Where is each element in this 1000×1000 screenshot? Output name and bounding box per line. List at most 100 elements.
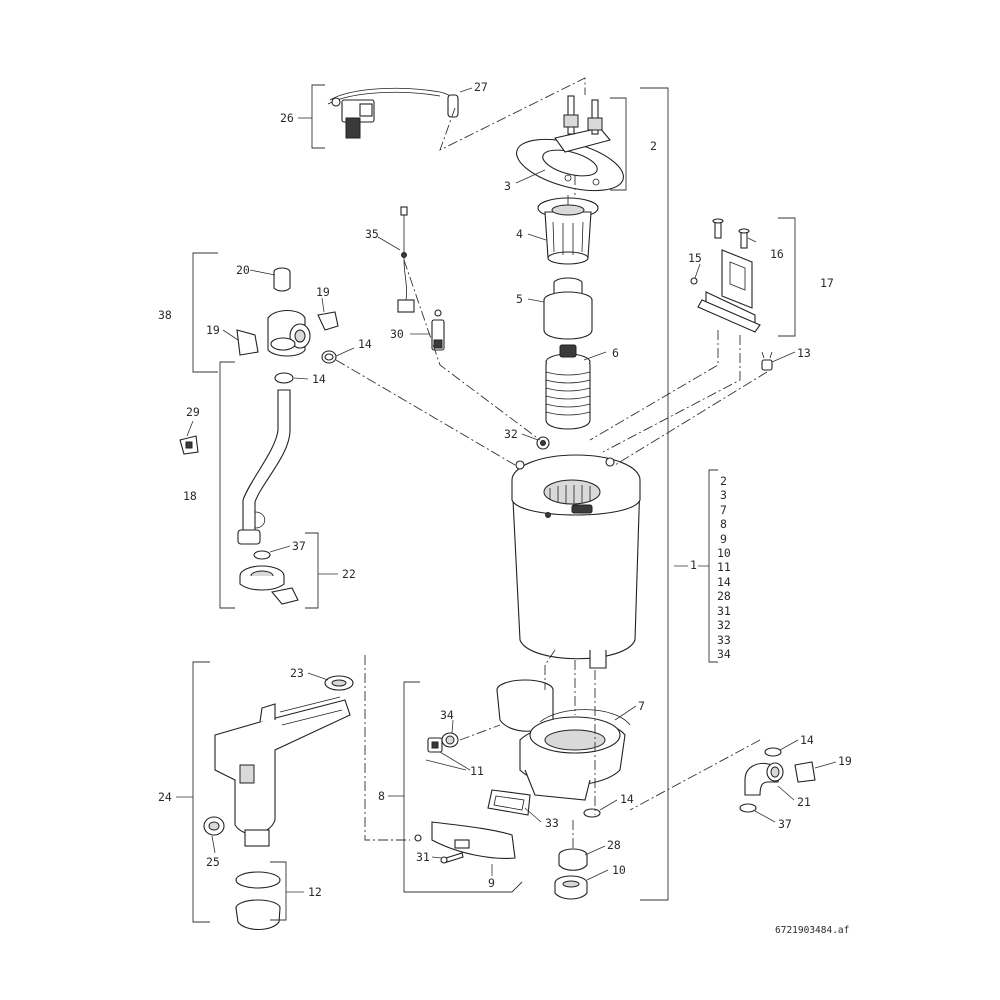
callout-20: 20 xyxy=(236,263,250,277)
callout-33: 33 xyxy=(545,816,559,830)
callout-14-right: 14 xyxy=(800,733,814,747)
figure-reference-code: 6721903484.af xyxy=(775,925,849,936)
part-27-cable-lug xyxy=(447,94,459,118)
assembly-1-item: 11 xyxy=(717,560,731,574)
part-18-pipe xyxy=(237,389,291,545)
assembly-1-item: 10 xyxy=(717,546,731,560)
assembly-1-contents-list: 2 3 7 8 9 10 11 14 28 31 32 33 34 xyxy=(717,474,731,661)
bracket-22 xyxy=(305,532,319,609)
part-35-sensor-wire xyxy=(397,206,415,313)
part-37-seal-right xyxy=(739,803,757,813)
callout-31: 31 xyxy=(416,850,430,864)
callout-27: 27 xyxy=(474,80,488,94)
callout-21: 21 xyxy=(797,795,811,809)
assembly-1-item: 7 xyxy=(720,503,727,517)
part-12-siphon-cup xyxy=(235,871,281,931)
assembly-1-item: 14 xyxy=(717,575,731,589)
assembly-1-item: 31 xyxy=(717,604,731,618)
part-10-nut xyxy=(554,875,588,900)
assembly-1-item: 2 xyxy=(720,474,727,488)
callout-18: 18 xyxy=(183,489,197,503)
part-14-seal-right xyxy=(764,747,782,757)
part-4-burner-head xyxy=(537,197,599,265)
bracket-17 xyxy=(778,217,796,337)
callout-19-upper: 19 xyxy=(316,285,330,299)
part-38-flow-connector xyxy=(267,309,311,357)
callout-11: 11 xyxy=(470,764,484,778)
callout-38: 38 xyxy=(158,308,172,322)
bracket-18 xyxy=(219,361,235,609)
part-28-nut xyxy=(558,848,588,871)
part-26-connector xyxy=(327,87,457,139)
part-34-plug xyxy=(441,732,459,748)
callout-24: 24 xyxy=(158,790,172,804)
callout-12: 12 xyxy=(308,885,322,899)
callout-37-right: 37 xyxy=(778,817,792,831)
part-25-nipple xyxy=(203,816,225,836)
callout-29: 29 xyxy=(186,405,200,419)
part-22-coupling xyxy=(239,565,299,605)
callout-4: 4 xyxy=(516,227,523,241)
assembly-lines xyxy=(335,77,768,850)
part-1-heat-exchanger xyxy=(511,454,641,669)
part-2-ignition-electrode xyxy=(516,95,624,192)
callout-19-left: 19 xyxy=(206,323,220,337)
callout-37-left: 37 xyxy=(292,539,306,553)
bracket-8 xyxy=(403,681,523,893)
callout-labels: 27 26 2 3 4 35 16 15 17 20 19 5 38 19 30… xyxy=(158,80,852,899)
callout-1: 1 xyxy=(690,558,697,572)
callout-7: 7 xyxy=(638,699,645,713)
part-6-corrugated-tube xyxy=(545,344,591,430)
callout-17: 17 xyxy=(820,276,834,290)
bracket-24 xyxy=(192,661,210,923)
callout-10: 10 xyxy=(612,863,626,877)
part-33-gasket xyxy=(487,789,531,816)
callout-26: 26 xyxy=(280,111,294,125)
part-14-seal-lower xyxy=(583,808,601,818)
part-19-clip-right xyxy=(794,761,816,783)
assembly-1-item: 3 xyxy=(720,488,727,502)
callout-14-lower: 14 xyxy=(620,792,634,806)
assembly-1-item: 8 xyxy=(720,517,727,531)
callout-35: 35 xyxy=(365,227,379,241)
bracket-38 xyxy=(192,252,218,373)
part-31-screw xyxy=(414,834,464,864)
callout-14-pipe: 14 xyxy=(312,372,326,386)
part-37-seal-left xyxy=(253,550,271,560)
callout-14-upper: 14 xyxy=(358,337,372,351)
callout-23: 23 xyxy=(290,666,304,680)
assembly-1-item: 33 xyxy=(717,633,731,647)
part-20-vent xyxy=(273,267,291,292)
callout-15: 15 xyxy=(688,251,702,265)
part-5-burner-insert xyxy=(543,277,593,340)
part-17-mounting-plate xyxy=(697,249,761,333)
part-11-sensor-plug xyxy=(427,737,443,753)
part-14-seal-pipe xyxy=(274,372,294,384)
part-30-sensor xyxy=(431,309,445,351)
callout-9: 9 xyxy=(488,876,495,890)
callout-8: 8 xyxy=(378,789,385,803)
callout-32: 32 xyxy=(504,427,518,441)
part-13-sensor xyxy=(761,351,773,371)
callout-28: 28 xyxy=(607,838,621,852)
callout-19-right: 19 xyxy=(838,754,852,768)
callout-13: 13 xyxy=(797,346,811,360)
bracket-26 xyxy=(311,84,325,149)
callout-5: 5 xyxy=(516,292,523,306)
assembly-1-item: 28 xyxy=(717,589,731,603)
callout-22: 22 xyxy=(342,567,356,581)
part-21-elbow xyxy=(744,762,784,796)
callout-2: 2 xyxy=(650,139,657,153)
callout-34: 34 xyxy=(440,708,454,722)
assembly-1-item: 34 xyxy=(717,647,731,661)
part-29-clip xyxy=(179,435,199,455)
part-19-clip-upper xyxy=(317,311,339,331)
part-9-mounting-bracket xyxy=(431,821,516,859)
callout-30: 30 xyxy=(390,327,404,341)
part-23-cap xyxy=(324,675,354,691)
part-24-siphon xyxy=(214,696,351,847)
assembly-1-item: 32 xyxy=(717,618,731,632)
part-15-screw xyxy=(690,277,698,285)
leader-lines xyxy=(186,87,837,881)
